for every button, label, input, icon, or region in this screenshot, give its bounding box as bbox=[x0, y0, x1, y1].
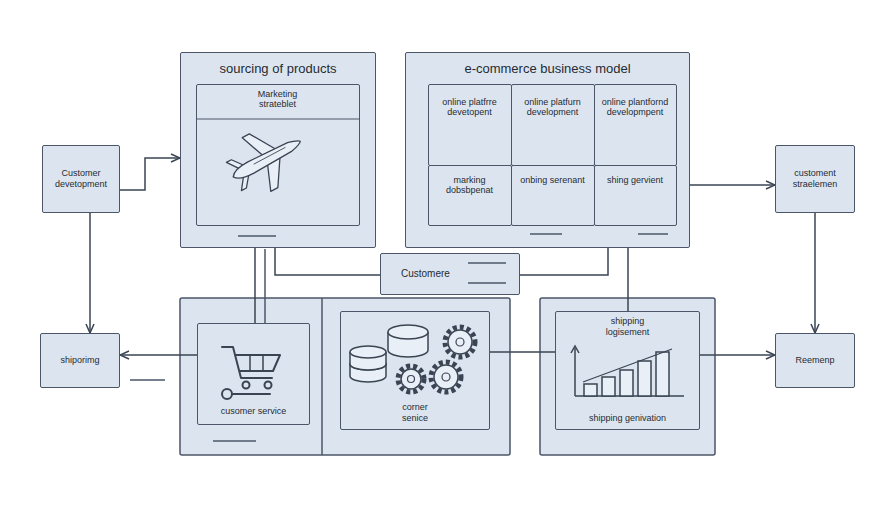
stub-line bbox=[213, 440, 256, 442]
node-label: shipping logisement bbox=[593, 316, 663, 338]
panel-box: Marketing strateblet bbox=[196, 84, 360, 226]
flow-arrow bbox=[120, 354, 197, 356]
node-label: Customer devetopment bbox=[47, 168, 115, 190]
process-box: Customer devetopment bbox=[42, 145, 120, 213]
flow-arrow bbox=[814, 213, 816, 333]
flow-arrow bbox=[89, 213, 91, 333]
table-cell: marking dobsbpenat bbox=[428, 165, 512, 226]
group-heading: sourcing of products bbox=[219, 61, 336, 77]
node-label: shiporimg bbox=[60, 355, 99, 366]
connector-line bbox=[254, 248, 256, 323]
process-box: shiporimg bbox=[40, 333, 120, 388]
node-label: Customere bbox=[401, 268, 450, 280]
frame-divider bbox=[321, 298, 323, 455]
group-frame bbox=[540, 298, 715, 455]
stub-line bbox=[130, 379, 165, 381]
group-box: sourcing of productsMarketing strateblet bbox=[180, 52, 376, 248]
process-box: Reemenp bbox=[775, 333, 855, 388]
panel-box: cusomer service bbox=[197, 323, 310, 425]
connector-line bbox=[627, 248, 629, 311]
parallel-wire bbox=[264, 249, 266, 323]
node-label: online platfrre devetopent bbox=[435, 97, 505, 119]
node-label: corner senice bbox=[390, 402, 440, 424]
process-box: customent straelemen bbox=[775, 145, 855, 213]
flow-arrow bbox=[700, 354, 775, 356]
table-cell: online platfurn development bbox=[511, 84, 595, 166]
node-label: marking dobsbpenat bbox=[435, 175, 505, 197]
node-label: customent straelemen bbox=[780, 168, 850, 190]
panel-box: corner senice bbox=[340, 311, 490, 430]
table-cell: onbing serenant bbox=[511, 165, 595, 226]
group-box: e-commerce business model online platfrre… bbox=[405, 52, 690, 248]
table-cell: shing gervient bbox=[594, 165, 677, 226]
node-label: cusomer service bbox=[221, 406, 287, 417]
node-label: shing gervient bbox=[607, 175, 663, 186]
panel-box: shipping logisement shipping genivation bbox=[555, 311, 700, 430]
node-label: shipping genivation bbox=[589, 413, 666, 424]
group-frame bbox=[180, 298, 510, 455]
flow-arrow bbox=[120, 158, 180, 190]
connector-line bbox=[275, 248, 380, 275]
process-box: Customere bbox=[380, 253, 520, 295]
flow-arrow bbox=[690, 184, 775, 186]
table-cell: online plantfornd developmpent bbox=[594, 84, 677, 166]
group-heading: e-commerce business model bbox=[464, 61, 630, 77]
table-cell: online platfrre devetopent bbox=[428, 84, 512, 166]
node-label: onbing serenant bbox=[520, 175, 585, 186]
node-label: online plantfornd developmpent bbox=[600, 97, 670, 119]
connector-line bbox=[520, 248, 608, 275]
node-label: Reemenp bbox=[795, 355, 834, 366]
node-label: online platfurn development bbox=[518, 97, 588, 119]
node-label: Marketing strateblet bbox=[243, 89, 313, 111]
connector-line bbox=[490, 351, 555, 353]
